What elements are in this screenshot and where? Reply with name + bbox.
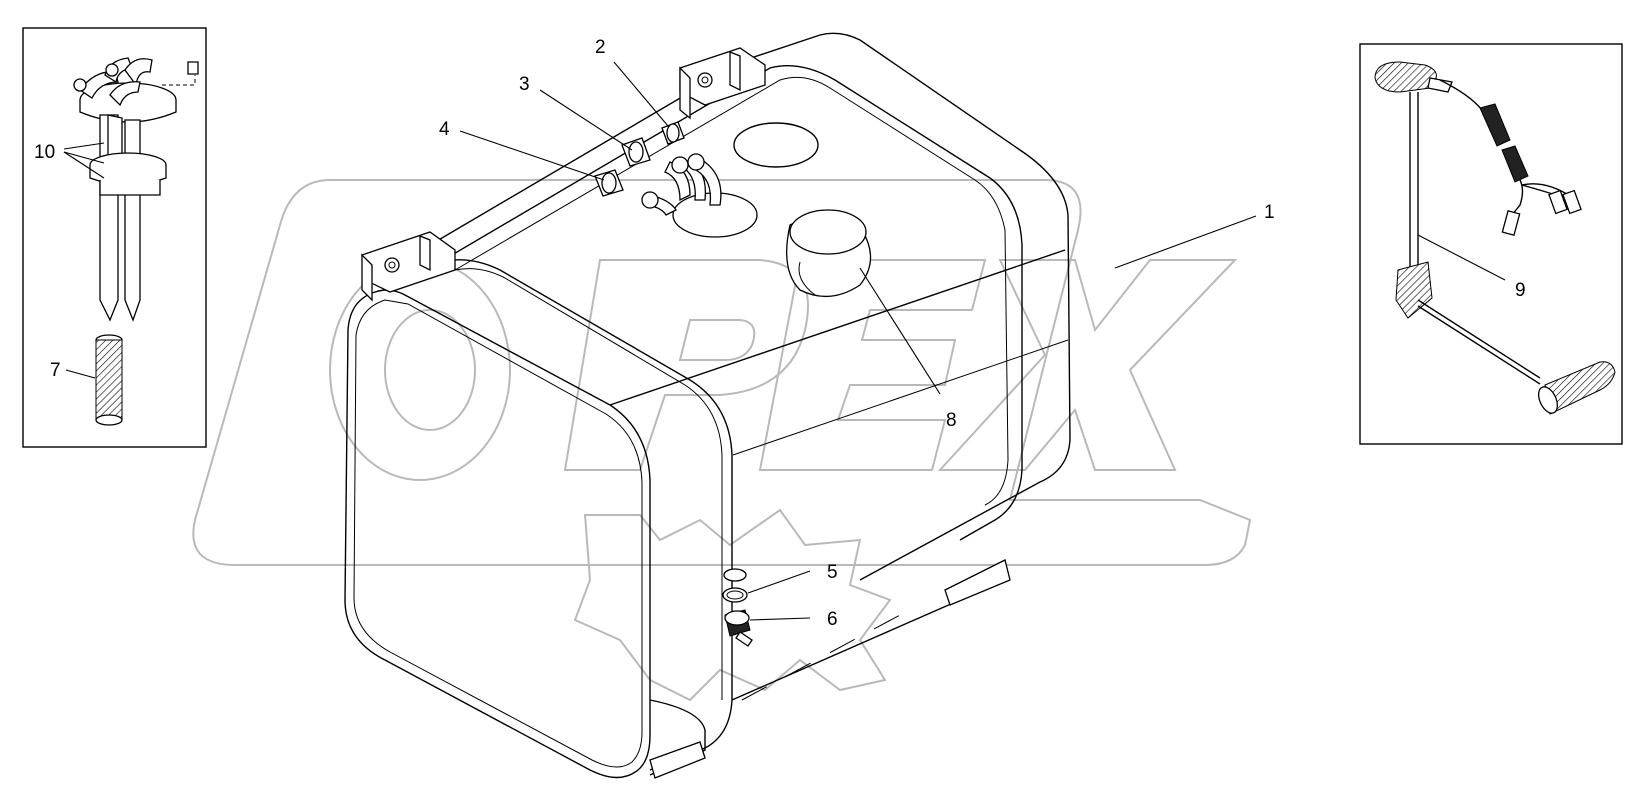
- filler-cap: [786, 209, 872, 298]
- seal-rings: [722, 568, 748, 603]
- callout-8: 8: [946, 410, 957, 431]
- leader-lines: [63, 61, 1506, 621]
- callout-1: 1: [1264, 202, 1275, 223]
- union-fitting-lower: [594, 169, 624, 197]
- callout-7: 7: [50, 360, 61, 381]
- union-fitting-middle: [621, 137, 651, 167]
- union-fitting-top: [661, 121, 685, 145]
- drain-plug: [724, 609, 753, 647]
- callout-2: 2: [595, 37, 606, 58]
- callout-4: 4: [439, 119, 450, 140]
- tank-back-body: [744, 32, 1071, 581]
- fuel-intake-assembly: [73, 57, 199, 426]
- inset-fuel-intake: [22, 27, 207, 448]
- callout-3: 3: [519, 74, 530, 95]
- inset-level-sensor: [1359, 43, 1623, 445]
- watermark-letters: [329, 259, 1238, 481]
- watermark-gear: [573, 508, 892, 702]
- mounting-bracket-rear: [679, 47, 766, 120]
- mounting-bracket-front: [361, 231, 456, 302]
- callout-10: 10: [34, 142, 55, 163]
- sender-plate: [641, 153, 758, 238]
- tank-front-face: [344, 289, 651, 779]
- filter-element: [95, 334, 123, 426]
- fuel-tank: [344, 32, 1071, 779]
- level-sensor: [1374, 61, 1616, 415]
- callout-5: 5: [827, 562, 838, 583]
- callout-labels: 1 2 3 4 5 6 7 8 9 10: [34, 37, 1526, 630]
- callout-9: 9: [1515, 280, 1526, 301]
- callout-6: 6: [827, 609, 838, 630]
- watermark-outline: [192, 179, 1252, 566]
- tank-top-hatch: [733, 122, 819, 168]
